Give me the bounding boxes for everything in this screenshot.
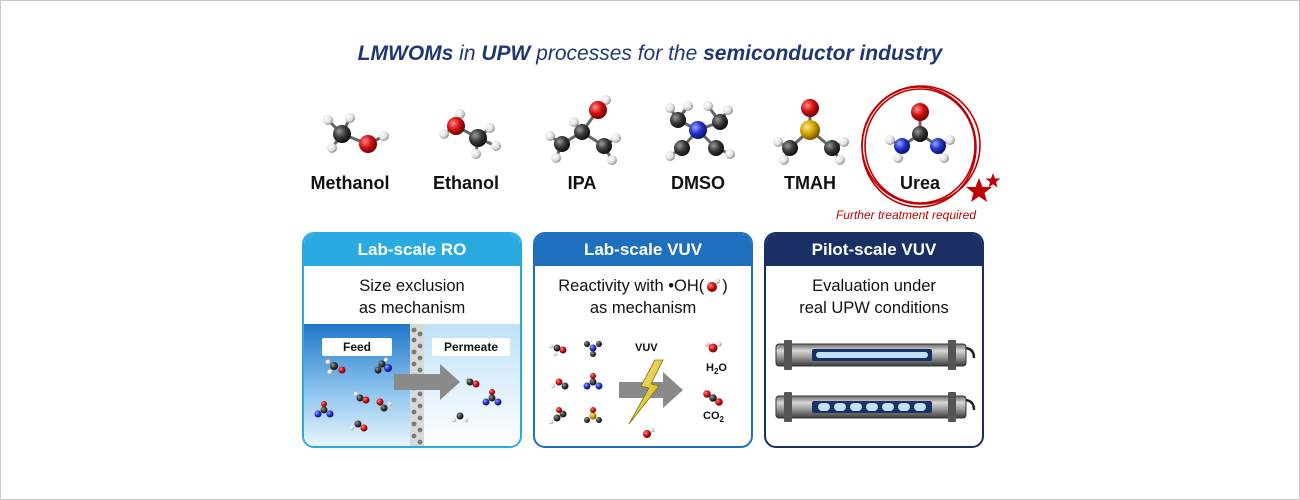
small-molecule-icon	[463, 375, 480, 388]
small-molecule-icon	[482, 389, 502, 406]
panel-pilot-scale-vuv: Pilot-scale VUV Evaluation under real UP…	[764, 232, 984, 448]
co2-label: CO2	[703, 410, 724, 425]
hydroxyl-radical-icon	[643, 427, 655, 438]
figure-title: LMWOMs in UPW processes for the semicond…	[357, 42, 943, 65]
molecule-name: DMSO	[671, 173, 725, 193]
molecule-tmah: TMAH	[750, 92, 870, 202]
panel-header: Lab-scale RO	[304, 234, 520, 266]
small-molecule-icon	[374, 357, 392, 374]
small-molecule-icon	[325, 359, 346, 375]
hydroxyl-radical-icon	[707, 278, 721, 292]
panel-lab-scale-vuv: Lab-scale VUV Reactivity with •OH() as m…	[533, 232, 753, 448]
panel-description: Reactivity with •OH() as mechanism	[558, 277, 728, 317]
vuv-illustration	[548, 341, 723, 438]
methanol-structure-icon	[323, 113, 389, 153]
uv-reactor-icon	[775, 392, 976, 422]
urea-highlight-circle	[861, 85, 1001, 208]
small-molecule-icon	[583, 373, 603, 390]
small-molecule-icon	[550, 378, 569, 390]
water-molecule-icon	[704, 341, 722, 353]
uv-reactor-icon	[775, 340, 976, 370]
molecule-dmso: DMSO	[638, 92, 758, 202]
small-molecule-icon	[548, 407, 567, 425]
small-molecule-icon	[314, 401, 334, 418]
ipa-structure-icon	[545, 95, 621, 165]
dmso-structure-icon	[665, 101, 735, 161]
permeate-label: Permeate	[432, 338, 510, 356]
molecule-name: IPA	[567, 173, 597, 193]
panel-description: Evaluation under real UPW conditions	[799, 277, 949, 317]
molecule-name: TMAH	[784, 173, 836, 193]
small-molecule-icon	[451, 412, 469, 423]
co2-molecule-icon	[703, 390, 723, 406]
star-icon	[966, 178, 992, 202]
panel-header: Pilot-scale VUV	[766, 234, 982, 266]
molecule-name: Ethanol	[433, 173, 499, 193]
urea-structure-icon	[885, 103, 955, 163]
small-molecule-icon	[584, 407, 602, 423]
arrow-icon	[394, 364, 460, 400]
star-icon	[985, 173, 1001, 188]
further-treatment-note: Further treatment required	[835, 208, 976, 222]
tmah-structure-icon	[773, 99, 849, 165]
lightning-bolt-icon	[628, 359, 664, 425]
ethanol-structure-icon	[439, 109, 501, 159]
vuv-label: VUV	[635, 342, 658, 354]
feed-label: Feed	[322, 338, 392, 356]
small-molecule-icon	[349, 420, 368, 432]
molecule-ipa: IPA	[522, 92, 642, 202]
small-molecule-icon	[548, 343, 567, 357]
panel-description: Size exclusion as mechanism	[358, 277, 466, 317]
small-molecule-icon	[353, 391, 370, 404]
molecule-name: Methanol	[310, 173, 390, 193]
molecule-methanol: Methanol	[290, 92, 410, 202]
molecule-name: Urea	[899, 173, 941, 193]
small-molecule-icon	[376, 398, 393, 412]
molecule-urea: Urea	[860, 92, 980, 202]
ro-illustration	[304, 324, 520, 446]
h2o-label: H2O	[706, 362, 727, 377]
panel-lab-scale-ro: Lab-scale RO Size exclusion as mechanism…	[302, 232, 522, 448]
molecule-ethanol: Ethanol	[406, 92, 526, 202]
small-molecule-icon	[584, 341, 602, 357]
panel-header: Lab-scale VUV	[535, 234, 751, 266]
pilot-reactor-illustration	[775, 340, 976, 422]
